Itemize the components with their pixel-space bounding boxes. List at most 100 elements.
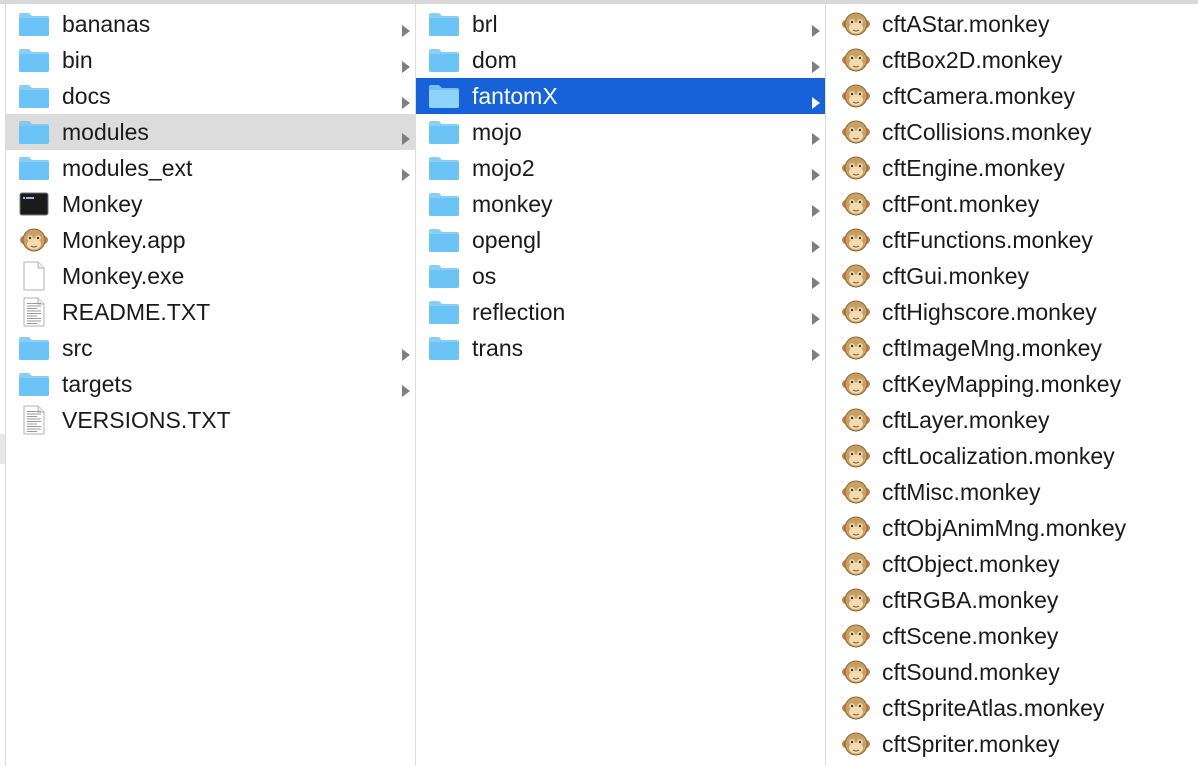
item-name: cftAStar.monkey xyxy=(882,10,1050,37)
item-name: cftGui.monkey xyxy=(882,262,1029,289)
folder-row[interactable]: bin xyxy=(6,42,415,78)
item-name: cftMisc.monkey xyxy=(882,478,1041,505)
file-row[interactable]: Monkey xyxy=(6,186,415,222)
disclosure-arrow-icon xyxy=(811,53,821,73)
file-row[interactable]: cftHighscore.monkey xyxy=(826,294,1198,330)
folder-row[interactable]: src xyxy=(6,330,415,366)
item-name: Monkey xyxy=(62,190,143,217)
disclosure-arrow-icon xyxy=(811,89,821,109)
monkey-icon xyxy=(840,333,872,363)
folder-icon xyxy=(428,117,460,147)
file-row[interactable]: cftLocalization.monkey xyxy=(826,438,1198,474)
item-name: brl xyxy=(472,10,498,37)
file-row[interactable]: cftEngine.monkey xyxy=(826,150,1198,186)
monkey-icon xyxy=(840,405,872,435)
monkey-icon xyxy=(840,81,872,111)
item-name: cftHighscore.monkey xyxy=(882,298,1097,325)
file-row[interactable]: cftLayer.monkey xyxy=(826,402,1198,438)
folder-row[interactable]: opengl xyxy=(416,222,825,258)
file-row[interactable]: Monkey.exe xyxy=(6,258,415,294)
disclosure-arrow-icon xyxy=(811,17,821,37)
folder-row[interactable]: os xyxy=(416,258,825,294)
file-row[interactable]: cftKeyMapping.monkey xyxy=(826,366,1198,402)
folder-icon xyxy=(18,117,50,147)
file-row[interactable]: cftSpriteAtlas.monkey xyxy=(826,690,1198,726)
file-row[interactable]: cftAStar.monkey xyxy=(826,6,1198,42)
file-row[interactable]: cftSound.monkey xyxy=(826,654,1198,690)
file-row[interactable]: Monkey.app xyxy=(6,222,415,258)
disclosure-arrow-icon xyxy=(401,89,411,109)
file-row[interactable]: cftBox2D.monkey xyxy=(826,42,1198,78)
monkey-icon xyxy=(840,693,872,723)
folder-icon xyxy=(428,153,460,183)
folder-icon xyxy=(18,9,50,39)
disclosure-arrow-icon xyxy=(401,161,411,181)
column-divider-1[interactable] xyxy=(415,4,416,766)
item-name: modules xyxy=(62,118,149,145)
item-name: cftFunctions.monkey xyxy=(882,226,1093,253)
item-name: opengl xyxy=(472,226,542,253)
item-name: cftImageMng.monkey xyxy=(882,334,1102,361)
folder-icon xyxy=(428,189,460,219)
file-row[interactable]: cftObject.monkey xyxy=(826,546,1198,582)
folder-row[interactable]: reflection xyxy=(416,294,825,330)
file-row[interactable]: cftGui.monkey xyxy=(826,258,1198,294)
blank-file-icon xyxy=(18,261,50,291)
folder-row[interactable]: bananas xyxy=(6,6,415,42)
folder-row[interactable]: brl xyxy=(416,6,825,42)
folder-icon xyxy=(428,9,460,39)
item-name: cftRGBA.monkey xyxy=(882,586,1059,613)
disclosure-arrow-icon xyxy=(811,233,821,253)
file-row[interactable]: cftScene.monkey xyxy=(826,618,1198,654)
folder-icon xyxy=(428,225,460,255)
folder-row[interactable]: modules xyxy=(6,114,415,150)
item-name: trans xyxy=(472,334,524,361)
item-name: cftObject.monkey xyxy=(882,550,1060,577)
item-name: cftSpriter.monkey xyxy=(882,730,1060,757)
monkey-icon xyxy=(840,513,872,543)
disclosure-arrow-icon xyxy=(401,53,411,73)
monkey-icon xyxy=(840,585,872,615)
file-row[interactable]: README.TXT xyxy=(6,294,415,330)
item-name: Monkey.app xyxy=(62,226,186,253)
monkey-icon xyxy=(840,549,872,579)
folder-row[interactable]: monkey xyxy=(416,186,825,222)
folder-row[interactable]: mojo xyxy=(416,114,825,150)
file-row[interactable]: cftRGBA.monkey xyxy=(826,582,1198,618)
file-row[interactable]: cftFont.monkey xyxy=(826,186,1198,222)
item-name: README.TXT xyxy=(62,298,211,325)
monkey-icon xyxy=(840,477,872,507)
file-row[interactable]: cftCamera.monkey xyxy=(826,78,1198,114)
item-name: docs xyxy=(62,82,111,109)
file-row[interactable]: VERSIONS.TXT xyxy=(6,402,415,438)
folder-row[interactable]: modules_ext xyxy=(6,150,415,186)
file-row[interactable]: cftObjAnimMng.monkey xyxy=(826,510,1198,546)
disclosure-arrow-icon xyxy=(811,161,821,181)
folder-row[interactable]: dom xyxy=(416,42,825,78)
window-top-border xyxy=(0,0,1198,4)
monkey-icon xyxy=(840,153,872,183)
folder-icon xyxy=(428,45,460,75)
scroll-nub[interactable] xyxy=(0,434,5,464)
folder-icon xyxy=(428,333,460,363)
folder-row[interactable]: targets xyxy=(6,366,415,402)
item-name: cftKeyMapping.monkey xyxy=(882,370,1122,397)
item-name: modules_ext xyxy=(62,154,193,181)
column-divider-2[interactable] xyxy=(825,4,826,766)
folder-row[interactable]: docs xyxy=(6,78,415,114)
file-row[interactable]: cftImageMng.monkey xyxy=(826,330,1198,366)
folder-row[interactable]: mojo2 xyxy=(416,150,825,186)
file-row[interactable]: cftFunctions.monkey xyxy=(826,222,1198,258)
folder-row[interactable]: trans xyxy=(416,330,825,366)
file-row[interactable]: cftCollisions.monkey xyxy=(826,114,1198,150)
item-name: cftScene.monkey xyxy=(882,622,1059,649)
file-row[interactable]: cftSpriter.monkey xyxy=(826,726,1198,762)
item-name: cftLocalization.monkey xyxy=(882,442,1115,469)
folder-row[interactable]: fantomX xyxy=(416,78,825,114)
monkey-icon xyxy=(840,657,872,687)
item-name: cftSpriteAtlas.monkey xyxy=(882,694,1105,721)
item-name: cftCollisions.monkey xyxy=(882,118,1092,145)
file-row[interactable]: cftMisc.monkey xyxy=(826,474,1198,510)
item-name: cftLayer.monkey xyxy=(882,406,1050,433)
